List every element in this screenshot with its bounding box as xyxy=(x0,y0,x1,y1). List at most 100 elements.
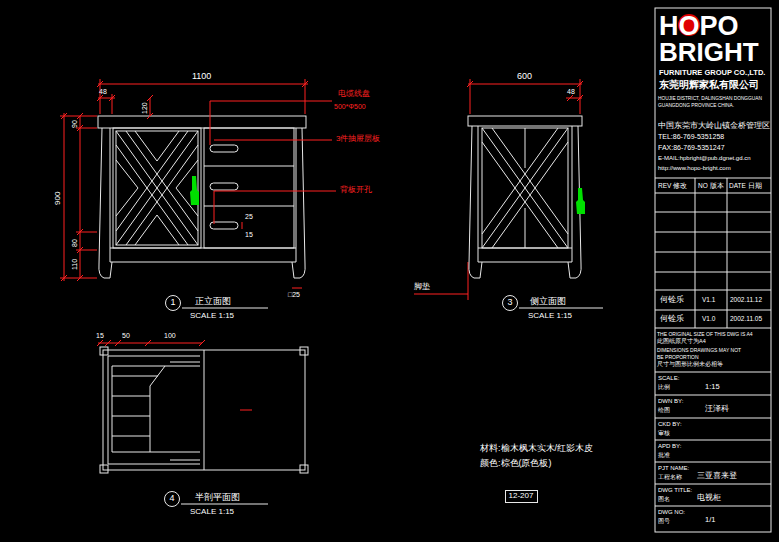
field-value: 1/1 xyxy=(705,515,715,524)
dimension-lines xyxy=(242,222,243,229)
title-block xyxy=(655,193,771,194)
dimension-text: 50 xyxy=(122,332,130,340)
field-label: APD BY: xyxy=(658,443,681,450)
front-elevation xyxy=(135,131,157,161)
dimension-text: 90 xyxy=(71,120,79,128)
dimension-lines xyxy=(76,250,97,251)
front-elevation xyxy=(116,131,188,231)
dimension-text: 15 xyxy=(245,231,253,239)
handle-symbol xyxy=(576,188,585,214)
company-name: 东莞明辉家私有限公司 xyxy=(659,79,759,91)
table-cell: 何铨乐 xyxy=(660,314,684,323)
sheet-note: THE ORIGINAL SIZE OF THIS DWG IS A4 xyxy=(657,331,753,337)
plan-section xyxy=(112,362,200,460)
node-text: 12-207 xyxy=(509,492,534,501)
front-elevation xyxy=(116,145,188,245)
dimension-lines xyxy=(240,410,252,411)
view-scale: SCALE 1:15 xyxy=(190,311,234,321)
dimension-lines xyxy=(97,340,205,346)
front-elevation xyxy=(116,188,138,216)
dimension-lines xyxy=(112,94,113,114)
plan-section xyxy=(103,350,305,470)
front-elevation xyxy=(157,131,179,161)
front-elevation xyxy=(98,116,306,128)
callout-note: 3件抽屉层板 xyxy=(336,134,380,144)
field-value: 汪泽科 xyxy=(705,404,729,414)
view-scale: SCALE 1:15 xyxy=(190,507,234,517)
side-elevation xyxy=(482,128,568,248)
node-text: 3 xyxy=(507,298,512,308)
field-label: 绘图 xyxy=(658,407,670,414)
table-header: REV 修改 xyxy=(658,182,687,190)
table-cell: V1.1 xyxy=(702,296,715,304)
dimension-text: 100 xyxy=(164,332,176,340)
dimension-lines xyxy=(97,81,308,87)
sheet-note: BE PROPORTION xyxy=(657,354,699,360)
table-header: NO 版本 xyxy=(698,182,724,190)
front-elevation xyxy=(116,131,198,245)
contact-line: http://www.hopo-bright.com xyxy=(658,165,731,172)
callout-note: 电缆线盘 xyxy=(338,89,370,99)
dimension-lines xyxy=(98,343,202,344)
front-elevation xyxy=(99,128,112,278)
title-block xyxy=(655,328,771,329)
drawing-number-box: 12-207 xyxy=(505,490,538,503)
front-elevation xyxy=(110,128,111,262)
plan-section xyxy=(112,366,165,452)
field-label: 比例 xyxy=(658,384,670,391)
dimension-lines xyxy=(76,128,97,129)
dimension-lines xyxy=(468,84,582,85)
front-elevation xyxy=(296,128,297,262)
side-elevation xyxy=(482,128,558,234)
title-underline xyxy=(181,308,603,504)
dimension-text: 25 xyxy=(245,213,253,221)
dimension-text: □25 xyxy=(288,291,300,299)
callout-note: 背板开孔 xyxy=(340,185,372,195)
title-block xyxy=(655,178,771,179)
material-note: 材料:榆木枫木实木/红影木皮 xyxy=(480,443,593,454)
field-label: DWG TITLE: xyxy=(658,487,692,494)
side-elevation xyxy=(468,116,582,278)
title-block xyxy=(655,212,771,213)
field-label: 批准 xyxy=(658,452,670,459)
view-title: 半剖平面图 xyxy=(195,492,240,503)
node-text: 1 xyxy=(170,298,175,308)
table-cell: 2002.11.05 xyxy=(730,315,762,323)
field-value: 1:15 xyxy=(705,382,720,391)
title-block xyxy=(655,272,771,273)
field-label: 工程名称 xyxy=(658,474,682,481)
dimension-lines xyxy=(210,101,211,145)
dimension-lines xyxy=(567,95,583,101)
callout-circle: 3 xyxy=(502,295,518,311)
dimension-lines xyxy=(64,113,65,281)
title-block xyxy=(655,252,771,253)
dimension-lines xyxy=(77,113,83,281)
front-elevation xyxy=(204,206,294,207)
front-elevation xyxy=(210,145,238,152)
callout-circle: 4 xyxy=(164,491,180,507)
field-label: 审核 xyxy=(658,430,670,437)
callout-circle-outline xyxy=(166,296,181,311)
company-address: HOUJIE DISTRICT, DALINGSHAN DONGGUAN xyxy=(658,96,762,102)
title-underline xyxy=(181,504,268,505)
contact-line: E-MAIL:hpbright@pub.dgnet.gd.cn xyxy=(658,155,750,162)
dimension-lines xyxy=(292,288,302,289)
dimension-text: 110 xyxy=(71,259,79,270)
sheet-note: 尺寸与图形比例未必相等 xyxy=(657,361,723,368)
plan-section xyxy=(150,366,200,452)
front-elevation xyxy=(126,145,198,245)
side-elevation xyxy=(492,142,568,248)
side-elevation xyxy=(525,128,526,168)
side-elevation xyxy=(478,262,572,263)
title-block xyxy=(695,178,696,328)
contact-line: TEL:86-769-5351258 xyxy=(658,133,724,141)
front-elevation xyxy=(116,131,198,245)
callout-note: 500*Φ500 xyxy=(334,103,366,111)
dimension-lines xyxy=(60,278,97,279)
title-block xyxy=(655,8,771,532)
title-block xyxy=(655,290,771,291)
side-elevation xyxy=(482,128,568,248)
title-block xyxy=(655,372,771,373)
field-label: DWG NO: xyxy=(658,509,685,516)
box-outline xyxy=(505,490,537,502)
